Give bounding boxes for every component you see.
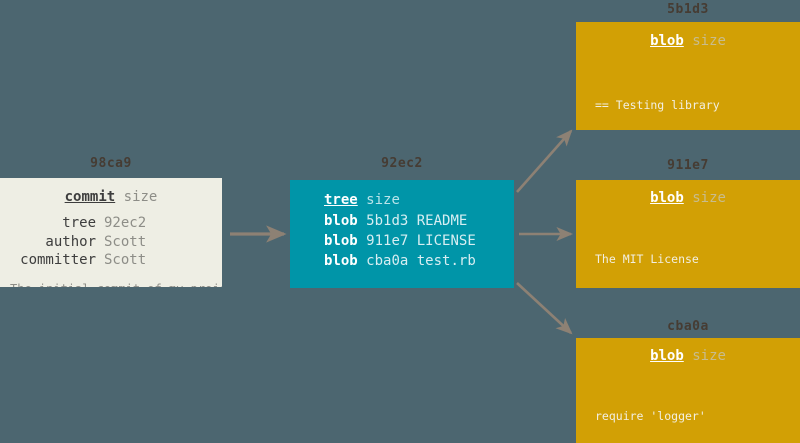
blob-size-label: size (692, 348, 726, 364)
node-title-blob-test: cba0a (667, 319, 709, 334)
commit-row-author: author Scott (10, 233, 212, 251)
tree-entry-type: blob (324, 253, 358, 270)
tree-keyword: tree (324, 192, 358, 208)
node-title-blob-readme: 5b1d3 (667, 2, 709, 17)
tree-entry-test: blob cba0a test.rb (324, 252, 514, 272)
node-title-blob-license: 911e7 (667, 158, 709, 173)
blob-size-label: size (692, 33, 726, 49)
blob-readme-header: blob size (576, 33, 800, 49)
commit-row-committer: committer Scott (10, 251, 212, 269)
tree-entry-readme: blob 5b1d3 README (324, 212, 514, 232)
commit-field-value: Scott (104, 233, 147, 250)
node-commit-98ca9[interactable]: commit size tree 92ec2 author Scott comm… (0, 178, 222, 287)
edge-tree-to-blob-readme (516, 129, 573, 193)
tree-entry-name: LICENSE (416, 233, 476, 250)
commit-message: The initial commit of my project (10, 282, 222, 287)
tree-entry-sha: cba0a (366, 253, 409, 270)
node-blob-5b1d3[interactable]: blob size == Testing library This librar… (576, 22, 800, 130)
commit-keyword: commit (64, 189, 116, 205)
node-blob-cba0a[interactable]: blob size require 'logger' require 'test… (576, 338, 800, 443)
commit-field-key: committer (20, 252, 96, 269)
blob-license-header: blob size (576, 190, 800, 206)
commit-field-value: 92ec2 (104, 215, 147, 232)
tree-entry-sha: 5b1d3 (366, 213, 409, 230)
edge-tree-to-blob-test (516, 282, 573, 335)
tree-entry-name: README (416, 213, 468, 230)
blob-line: == Testing library (595, 97, 720, 112)
commit-size-label: size (123, 189, 158, 205)
blob-keyword: blob (650, 348, 684, 364)
tree-entry-type: blob (324, 213, 358, 230)
commit-field-key: author (45, 233, 96, 250)
node-blob-911e7[interactable]: blob size The MIT License Copyright (c) … (576, 180, 800, 288)
node-title-tree: 92ec2 (381, 156, 423, 171)
tree-entry-rows: blob 5b1d3 README blob 911e7 LICENSE blo… (324, 212, 514, 272)
blob-test-header: blob size (576, 348, 800, 364)
node-tree-92ec2[interactable]: tree size blob 5b1d3 README blob 911e7 L… (290, 180, 514, 288)
tree-entry-sha: 911e7 (366, 233, 409, 250)
tree-entry-type: blob (324, 233, 358, 250)
tree-size-label: size (366, 192, 400, 208)
commit-node-header: commit size (10, 189, 212, 205)
blob-keyword: blob (650, 190, 684, 206)
tree-entry-name: test.rb (416, 253, 476, 270)
tree-entry-license: blob 911e7 LICENSE (324, 232, 514, 252)
blob-line: require 'logger' (595, 409, 706, 424)
blob-test-content: require 'logger' require 'test/unit' cla… (576, 377, 800, 443)
node-title-commit: 98ca9 (90, 156, 132, 171)
commit-field-value: Scott (104, 252, 147, 269)
blob-license-content: The MIT License Copyright (c) 2008 Scott… (576, 218, 800, 288)
blob-line: The MIT License (595, 252, 699, 267)
commit-field-rows: tree 92ec2 author Scott committer Scott (10, 214, 212, 269)
commit-row-tree: tree 92ec2 (10, 214, 212, 232)
blob-keyword: blob (650, 33, 684, 49)
blob-size-label: size (692, 190, 726, 206)
tree-node-header: tree size (324, 192, 514, 208)
blob-readme-content: == Testing library This library is used … (576, 62, 800, 130)
commit-field-key: tree (62, 215, 96, 232)
